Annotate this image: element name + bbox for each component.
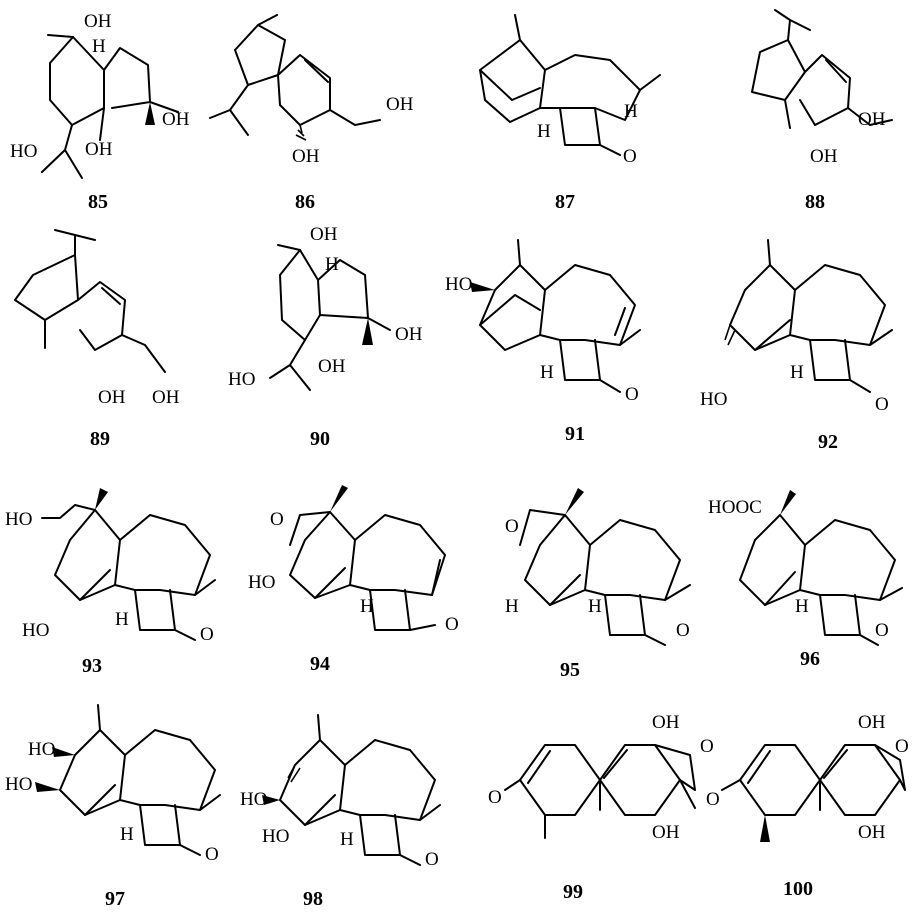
compound-number: 99	[563, 881, 583, 903]
label-h: H	[540, 362, 554, 383]
compound-number: 88	[805, 191, 825, 213]
label-ho: HO	[700, 389, 727, 410]
compound-number: 94	[310, 653, 330, 675]
compound-94: O HO H O 94	[248, 485, 459, 675]
label-ho: HO	[262, 826, 289, 847]
label-oh: OH	[98, 387, 126, 408]
compound-number: 100	[783, 878, 813, 900]
label-o: O	[875, 620, 889, 641]
label-h: H	[120, 824, 134, 845]
compound-93: HO HO H O 93	[5, 488, 216, 677]
label-o: O	[200, 624, 214, 645]
label-h: H	[537, 121, 551, 142]
label-oh: OH	[84, 11, 112, 32]
label-oh: OH	[152, 387, 180, 408]
label-h: H	[360, 596, 374, 617]
label-oh: OH	[652, 822, 680, 843]
label-o: O	[875, 394, 889, 415]
compound-number: 93	[82, 655, 102, 677]
compound-98: HO HO H O 98	[240, 714, 441, 910]
label-oh: OH	[292, 146, 320, 167]
label-ho: HO	[445, 274, 472, 295]
label-o: O	[205, 844, 219, 865]
label-ho: HO	[5, 509, 32, 530]
label-oh: OH	[318, 356, 346, 377]
label-ho: HO	[10, 141, 37, 162]
compound-number: 89	[90, 428, 110, 450]
label-h: H	[588, 596, 602, 617]
compound-number: 95	[560, 659, 580, 681]
compound-86: OH OH 86	[209, 14, 414, 213]
compound-92: HO H O 92	[700, 239, 893, 453]
label-ho: HO	[28, 739, 55, 760]
label-ho: HO	[22, 620, 49, 641]
label-h: H	[92, 36, 106, 57]
label-o: O	[425, 849, 439, 870]
label-ho: HO	[5, 774, 32, 795]
compound-number: 86	[295, 191, 315, 213]
compound-100: OH O O OH 100	[706, 712, 909, 900]
compound-99: OH O O OH 99	[488, 712, 714, 903]
label-o: O	[488, 787, 502, 808]
label-o: O	[623, 146, 637, 167]
label-ho: HO	[248, 572, 275, 593]
compound-number: 85	[88, 191, 108, 213]
label-oh: OH	[858, 109, 886, 130]
label-oh: OH	[395, 324, 423, 345]
compound-90: OH H OH HO OH 90	[228, 224, 423, 450]
label-oh: OH	[85, 139, 113, 160]
label-h: H	[115, 609, 129, 630]
label-oh: OH	[858, 822, 886, 843]
label-ho: HO	[228, 369, 255, 390]
label-h: H	[790, 362, 804, 383]
label-o: O	[700, 736, 714, 757]
compound-number: 98	[303, 888, 323, 910]
label-hooc: HOOC	[708, 497, 762, 518]
label-h: H	[624, 101, 638, 122]
label-o: O	[625, 384, 639, 405]
compound-85: OH H OH HO OH 85	[10, 11, 190, 213]
label-oh: OH	[162, 109, 190, 130]
compound-88: OH OH 88	[751, 9, 893, 213]
label-oh: OH	[858, 712, 886, 733]
label-h: H	[505, 596, 519, 617]
compound-number: 92	[818, 431, 838, 453]
label-oh: OH	[652, 712, 680, 733]
compound-87: H H O 87	[479, 14, 661, 213]
compound-number: 97	[105, 888, 125, 910]
label-ho: HO	[240, 789, 267, 810]
label-h: H	[340, 829, 354, 850]
compound-number: 90	[310, 428, 330, 450]
compound-96: HOOC H O 96	[708, 490, 903, 670]
compound-number: 87	[555, 191, 575, 213]
label-h: H	[325, 254, 339, 275]
label-o: O	[706, 789, 720, 810]
label-o: O	[270, 509, 284, 530]
compound-number: 96	[800, 648, 820, 670]
compound-91: HO H O 91	[445, 239, 641, 445]
compound-89: OH OH 89	[14, 229, 180, 450]
label-o: O	[895, 736, 909, 757]
label-h: H	[795, 596, 809, 617]
label-oh: OH	[810, 146, 838, 167]
compound-number: 91	[565, 423, 585, 445]
label-o: O	[676, 620, 690, 641]
label-o: O	[505, 516, 519, 537]
compound-95: O H H O 95	[505, 488, 691, 681]
label-o: O	[445, 614, 459, 635]
compound-97: HO HO H O 97	[5, 704, 221, 910]
label-oh: OH	[310, 224, 338, 245]
label-oh: OH	[386, 94, 414, 115]
